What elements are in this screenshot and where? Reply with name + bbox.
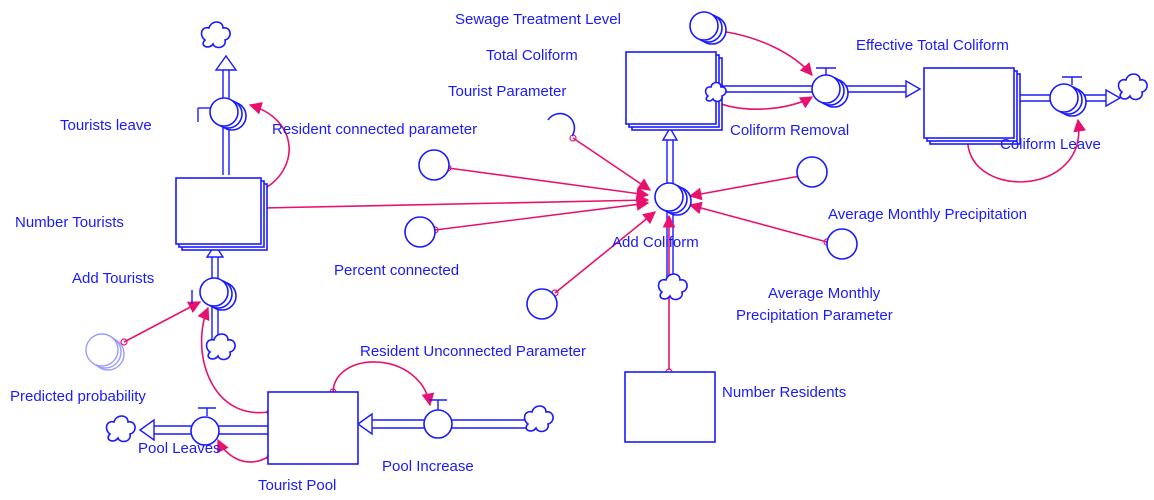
connector-tourist-pool-to-add-tourists [197,306,269,414]
label-pool-increase: Pool Increase [382,458,474,475]
cloud-icon [1117,73,1148,101]
label-effective-total-coliform: Effective Total Coliform [856,37,1009,54]
connector-percent-connected [434,198,650,231]
connectors [120,26,1087,463]
connector-sewage-treatment [711,29,813,76]
connector-tourist-parameter [572,137,652,191]
valve-pool-leaves[interactable] [190,407,220,446]
label-sewage-treatment-level: Sewage Treatment Level [455,11,621,28]
connector-resident-unconnected-param [554,211,656,294]
label-tourist-pool: Tourist Pool [258,477,336,494]
stock-total-coliform[interactable] [625,51,723,131]
label-percent-connected: Percent connected [334,262,459,279]
label-avg-monthly-precip-param-line2: Precipitation Parameter [736,307,893,324]
aux-predicted-probability[interactable] [85,333,125,371]
stock-number-tourists[interactable] [175,177,268,251]
connector-tourist-pool-to-pool-increase [332,361,435,407]
label-number-residents: Number Residents [722,384,846,401]
label-avg-monthly-precip-param-line1: Average Monthly [768,285,881,302]
valve-add-tourists[interactable] [191,277,237,311]
connector-effective-coliform-to-leave [967,118,1087,183]
connector-predicted-probability [123,301,202,343]
aux-resident-unconnected-parameter[interactable] [526,288,558,320]
stock-tourist-pool[interactable] [267,391,359,465]
valve-coliform-removal[interactable] [811,67,849,108]
label-add-tourists: Add Tourists [72,270,154,287]
connector-number-tourists-to-tourists-leave [248,102,290,191]
label-coliform-leave: Coliform Leave [1000,136,1101,153]
valve-pool-increase[interactable] [423,399,453,439]
aux-average-monthly-precipitation[interactable] [796,156,828,188]
connector-tourist-pool-to-pool-leaves [217,438,269,463]
label-add-coliform: Add Coliform [612,234,699,251]
connector-number-tourists-to-add-coliform [261,193,650,209]
cloud-icon [200,21,231,49]
cloud-icon [205,333,236,361]
valve-tourists-leave[interactable] [197,97,247,131]
cloud-icon [704,81,727,103]
valve-coliform-leave[interactable] [1049,76,1087,117]
label-tourists-leave: Tourists leave [60,117,152,134]
label-resident-connected-parameter: Resident connected parameter [272,121,477,138]
label-predicted-probability: Predicted probability [10,388,146,405]
cloud-icon [105,415,136,443]
aux-sewage-treatment-level[interactable] [689,11,727,45]
connector-total-coliform-to-removal [711,96,814,110]
labels: Tourists leave Number Tourists Add Touri… [10,11,1101,494]
cloud-icon [523,405,554,433]
connector-resident-connected-param [447,167,650,200]
connector-avg-monthly-precip-param [688,201,828,243]
label-coliform-removal: Coliform Removal [730,122,849,139]
valve-add-coliform[interactable] [654,182,692,216]
stock-effective-total-coliform[interactable] [923,67,1021,145]
aux-average-monthly-precipitation-parameter[interactable] [826,228,858,260]
cloud-icon [657,273,688,301]
label-total-coliform: Total Coliform [486,47,578,64]
label-number-tourists: Number Tourists [15,214,124,231]
connector-avg-monthly-precip [688,175,801,201]
aux-tourist-parameter[interactable] [547,112,576,137]
stock-number-residents[interactable] [624,371,716,443]
label-tourist-parameter: Tourist Parameter [448,83,566,100]
label-pool-leaves: Pool Leaves [138,440,221,457]
label-average-monthly-precipitation: Average Monthly Precipitation [828,206,1027,223]
aux-percent-connected[interactable] [404,216,436,248]
aux-resident-connected-parameter[interactable] [418,149,450,181]
label-resident-unconnected-parameter: Resident Unconnected Parameter [360,343,586,360]
